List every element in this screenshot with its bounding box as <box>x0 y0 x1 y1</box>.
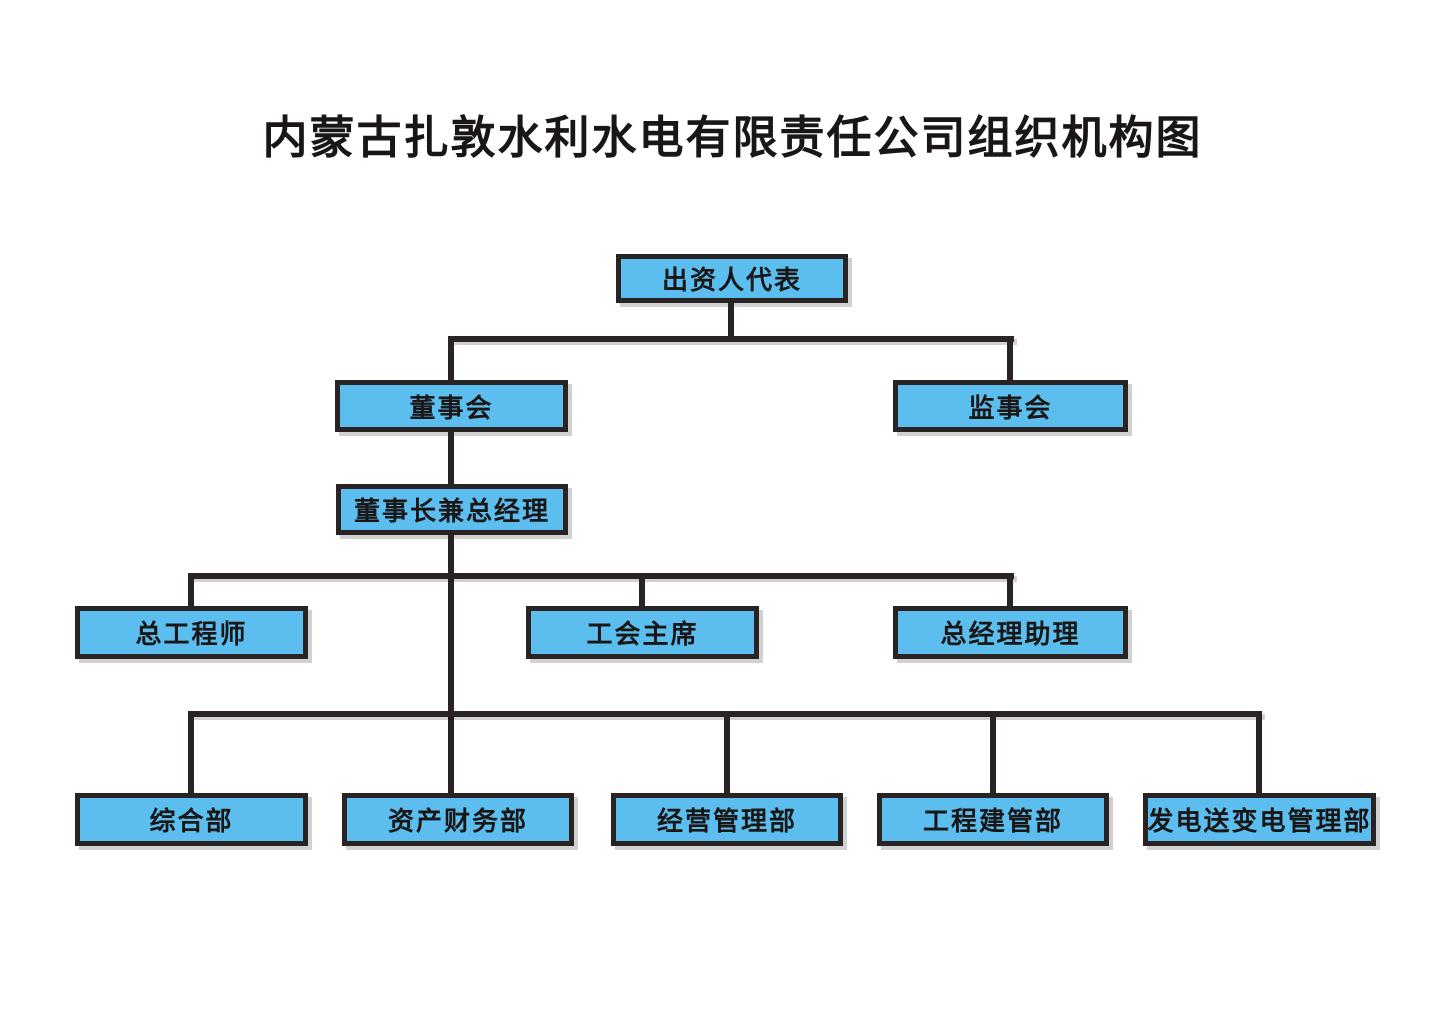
connector-level4-branch <box>188 573 1014 579</box>
node-gm-assistant: 总经理助理 <box>893 606 1128 659</box>
connector-to-board-of-directors <box>448 336 454 384</box>
connector-chairman-trunk <box>448 533 454 795</box>
connector-directors-to-chairman <box>448 430 454 486</box>
connector-to-union-chairman <box>639 573 645 609</box>
node-investor-representative: 出资人代表 <box>616 254 848 303</box>
connector-to-power-transmission-dept <box>1256 711 1262 795</box>
connector-to-operation-mgmt-dept <box>724 711 730 795</box>
node-board-of-directors: 董事会 <box>335 380 568 432</box>
node-construction-mgmt-dept: 工程建管部 <box>877 793 1109 846</box>
connector-level2-branch <box>448 336 1014 342</box>
node-operation-mgmt-dept: 经营管理部 <box>611 793 843 846</box>
node-power-transmission-dept: 发电送变电管理部 <box>1143 793 1376 846</box>
connector-to-construction-mgmt-dept <box>990 711 996 795</box>
node-asset-finance-dept: 资产财务部 <box>342 793 574 846</box>
node-chairman-general-manager: 董事长兼总经理 <box>336 484 568 535</box>
connector-to-chief-engineer <box>188 573 194 609</box>
connector-to-gm-assistant <box>1007 573 1013 609</box>
node-union-chairman: 工会主席 <box>526 606 759 659</box>
connector-root-drop <box>728 300 734 342</box>
node-general-dept: 综合部 <box>75 793 308 846</box>
node-chief-engineer: 总工程师 <box>75 606 308 659</box>
connector-to-board-of-supervisors <box>1007 336 1013 384</box>
page-title: 内蒙古扎敦水利水电有限责任公司组织机构图 <box>262 113 1203 163</box>
node-board-of-supervisors: 监事会 <box>893 380 1128 432</box>
connector-to-general-dept <box>188 711 194 795</box>
